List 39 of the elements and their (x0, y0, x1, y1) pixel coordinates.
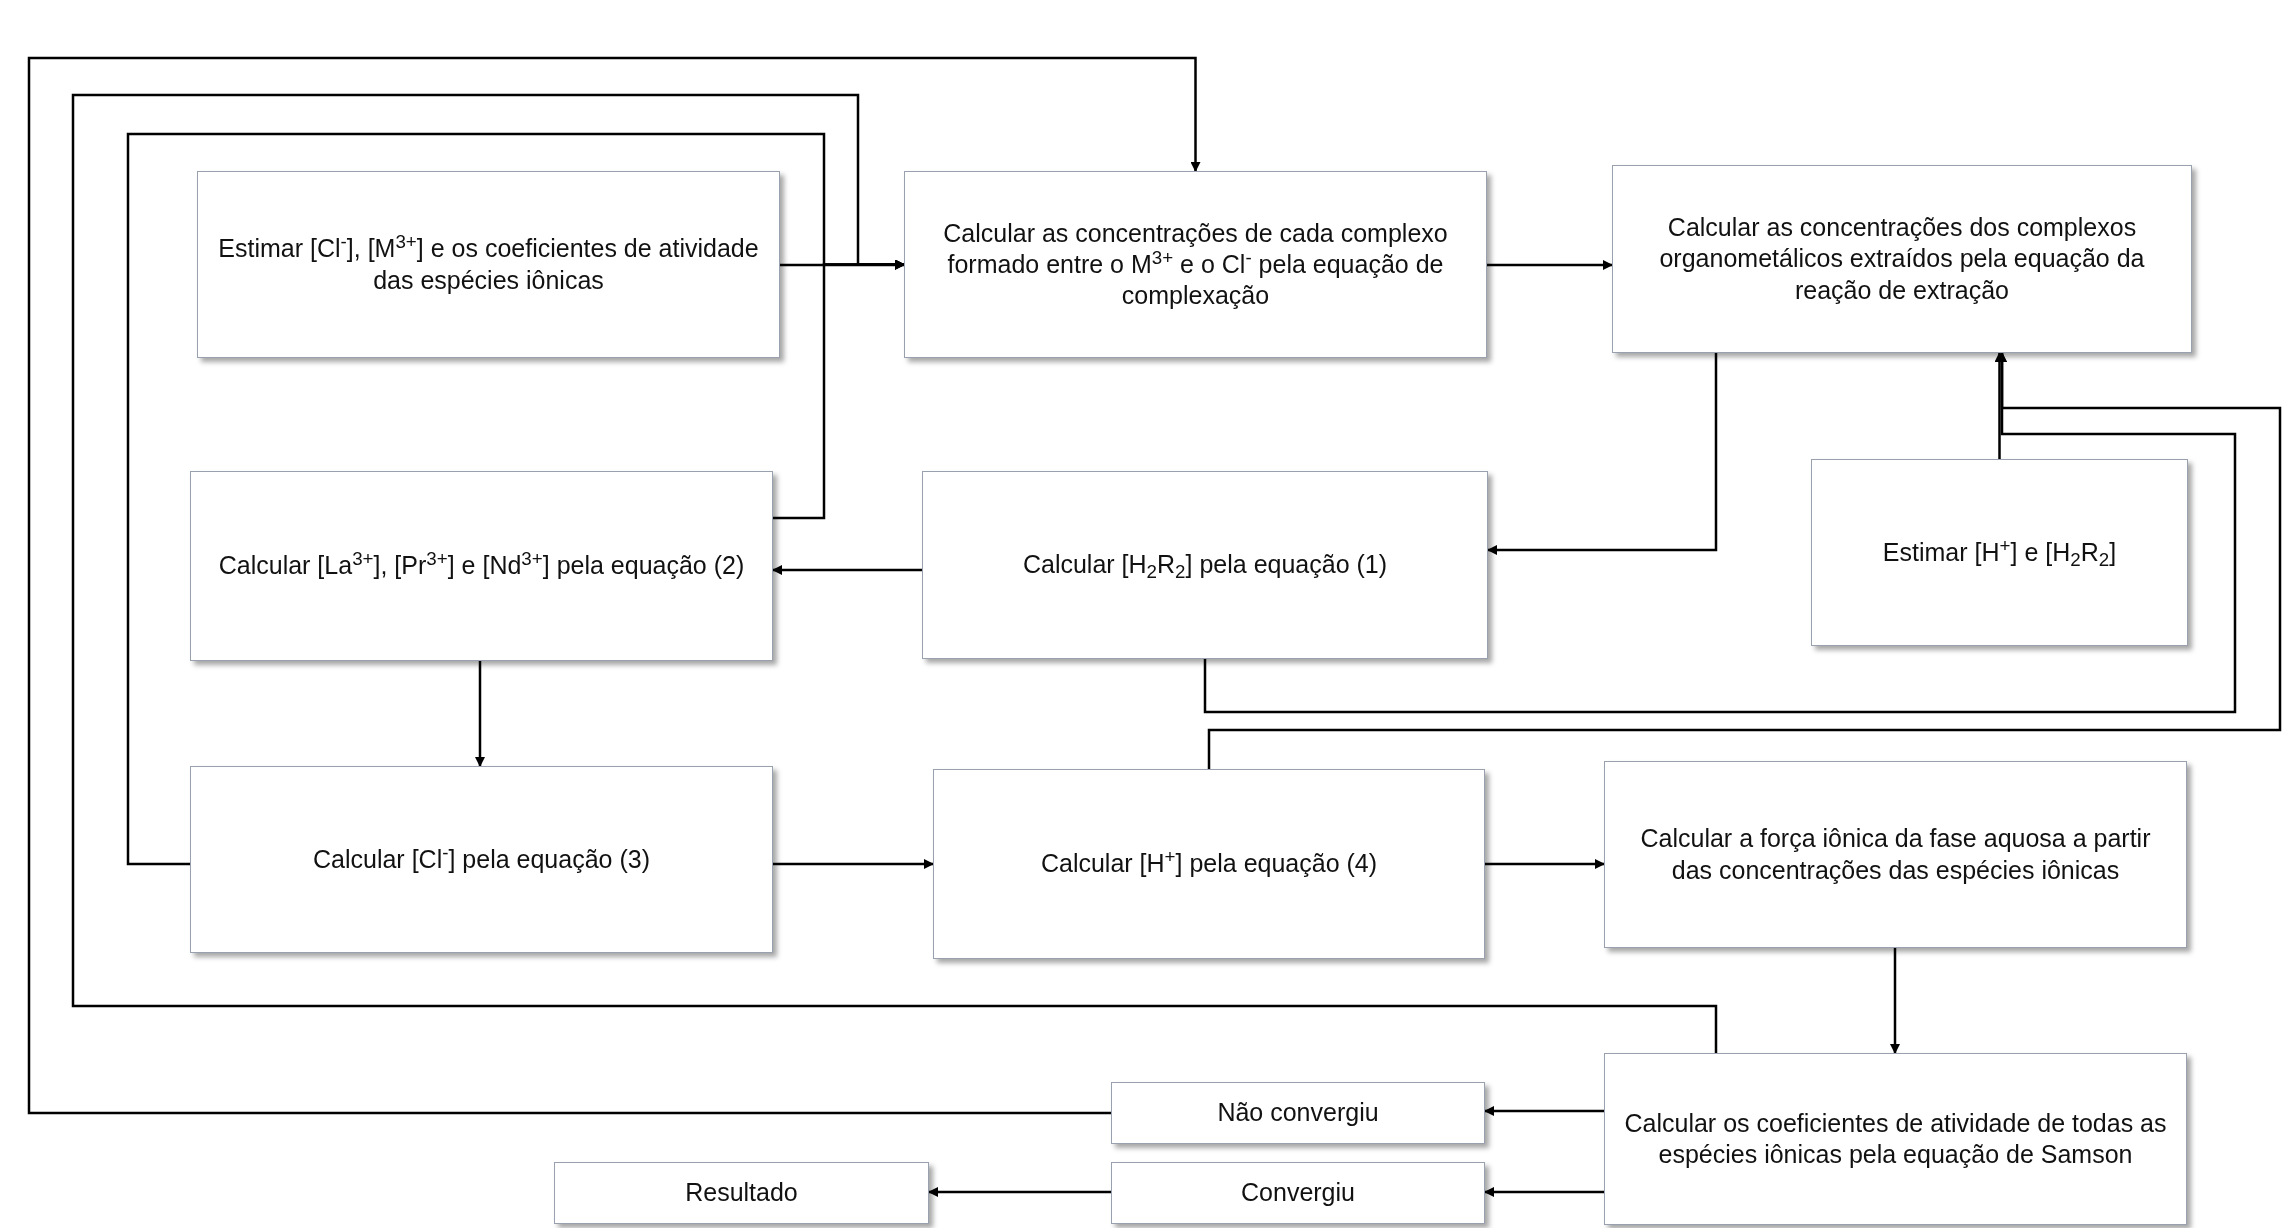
arrow (1485, 859, 1605, 869)
process-box (190, 766, 773, 953)
process-box (554, 1162, 929, 1224)
box-text: Calcular [Cl$^{-}$] pela equação (3) (313, 843, 650, 875)
process-box (1604, 761, 2187, 948)
arrow (1487, 353, 1718, 555)
box-text: Convergiu (1241, 1177, 1355, 1209)
box-text: Calcular os coeficientes de atividade de todas as espécies iônicas pela equação de Samson (1623, 1107, 2168, 1170)
box-text: Resultado (685, 1177, 798, 1209)
process-box (922, 471, 1488, 659)
box-text: Calcular [H$_{2}$R$_{2}$] pela equação (1) (1022, 549, 1388, 581)
box-text: Calcular a força iônica da fase aquosa a partir das concentrações das espécies iônicas (1639, 823, 2152, 886)
process-box (1811, 459, 2188, 646)
box-text: Calcular as concentrações dos complexos organometálicos extraídos pela equação da reação de extração (1658, 212, 2146, 306)
process-box (1604, 1053, 2187, 1225)
arrow (1484, 1187, 1604, 1197)
box-text: Calcular as concentrações de cada complexo formado entre o M$^{3+}$ e o Cl$^{-}$ pela equação de complexação (942, 217, 1449, 312)
box-text: Estimar [Cl$^{-}$], [M$^{3+}$] e os coeficientes de atividade das espécies iônicas (217, 233, 760, 296)
box-text: Estimar [H$^{+}$] e [H$_{2}$R$_{2}$] (1882, 536, 2117, 569)
box-text: Não convergiu (1217, 1097, 1379, 1129)
arrow (71, 93, 1718, 1053)
arrow (475, 661, 485, 767)
process-box (1111, 1162, 1485, 1224)
box-text: Calcular [La$^{3+}$], [Pr$^{3+}$] e [Nd$^{3+}$] pela equação (2) (218, 550, 745, 582)
arrow (1487, 260, 1613, 270)
process-box (1111, 1082, 1485, 1144)
arrow (27, 56, 1201, 1115)
process-box (1612, 165, 2192, 353)
arrow (772, 565, 922, 575)
process-box (933, 769, 1485, 959)
arrow (928, 1187, 1111, 1197)
arrow (1207, 352, 2282, 769)
arrow (1484, 1106, 1604, 1116)
process-box (197, 171, 780, 358)
arrow (1890, 948, 1900, 1054)
box-text: Calcular [H$^{+}$] pela equação (4) (1040, 848, 1378, 880)
arrow (773, 859, 934, 869)
process-box (190, 471, 773, 661)
process-box (904, 171, 1487, 358)
